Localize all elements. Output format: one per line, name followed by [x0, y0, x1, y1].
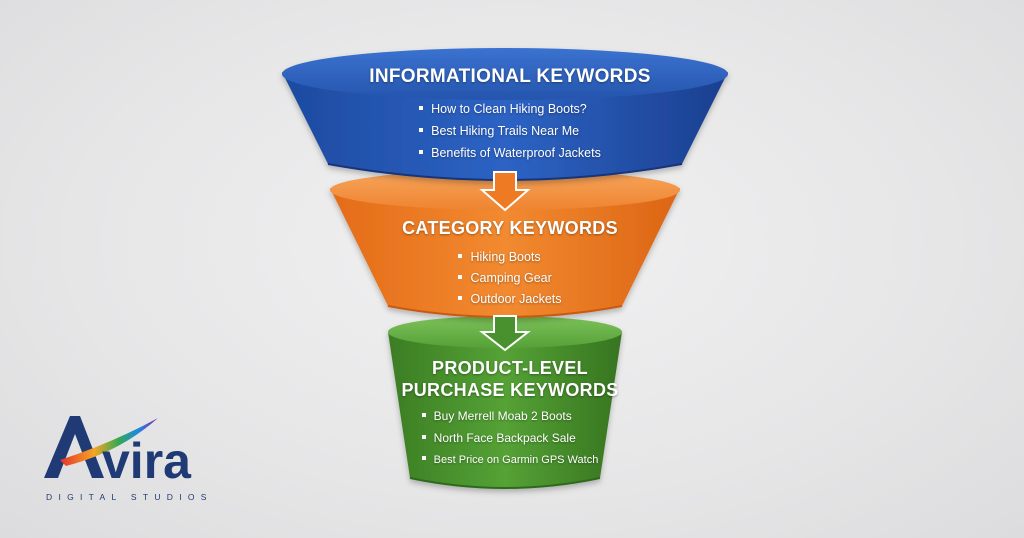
logo-mark: vira: [44, 416, 192, 489]
list-item: How to Clean Hiking Boots?: [419, 98, 601, 120]
list-item: North Face Backpack Sale: [421, 427, 599, 449]
category-stage-content: CATEGORY KEYWORDS Hiking Boots Camping G…: [360, 218, 660, 310]
list-item: Best Price on Garmin GPS Watch: [421, 449, 598, 471]
category-title: CATEGORY KEYWORDS: [402, 218, 618, 238]
logo-tagline: DIGITAL STUDIOS: [46, 492, 213, 502]
arrow-down-icon: [479, 315, 531, 352]
list-item: Camping Gear: [458, 268, 561, 289]
bullet-icon: [421, 456, 426, 461]
bullet-icon: [419, 149, 424, 154]
product-list: Buy Merrell Moab 2 Boots North Face Back…: [421, 405, 599, 471]
list-item: Benefits of Waterproof Jackets: [419, 142, 601, 164]
bullet-icon: [458, 253, 463, 258]
list-item: Best Hiking Trails Near Me: [419, 120, 601, 142]
product-stage-content: PRODUCT-LEVEL PURCHASE KEYWORDS Buy Merr…: [400, 357, 620, 471]
bullet-icon: [421, 434, 426, 439]
informational-title: INFORMATIONAL KEYWORDS: [369, 66, 651, 87]
category-list: Hiking Boots Camping Gear Outdoor Jacket…: [458, 247, 562, 310]
arrow-down-icon: [479, 171, 531, 212]
avira-logo: vira DIGITAL STUDIOS: [40, 408, 230, 508]
bullet-icon: [421, 412, 426, 417]
informational-stage-content: INFORMATIONAL KEYWORDS How to Clean Hiki…: [330, 66, 690, 164]
bullet-icon: [458, 295, 463, 300]
list-item: Outdoor Jackets: [458, 289, 562, 310]
logo-wordmark: vira: [102, 433, 192, 489]
bullet-icon: [419, 127, 424, 132]
informational-list: How to Clean Hiking Boots? Best Hiking T…: [419, 98, 601, 164]
list-item: Hiking Boots: [458, 247, 561, 268]
bullet-icon: [458, 274, 463, 279]
product-title: PRODUCT-LEVEL PURCHASE KEYWORDS: [401, 358, 619, 400]
list-item: Buy Merrell Moab 2 Boots: [421, 405, 599, 427]
bullet-icon: [419, 105, 424, 110]
